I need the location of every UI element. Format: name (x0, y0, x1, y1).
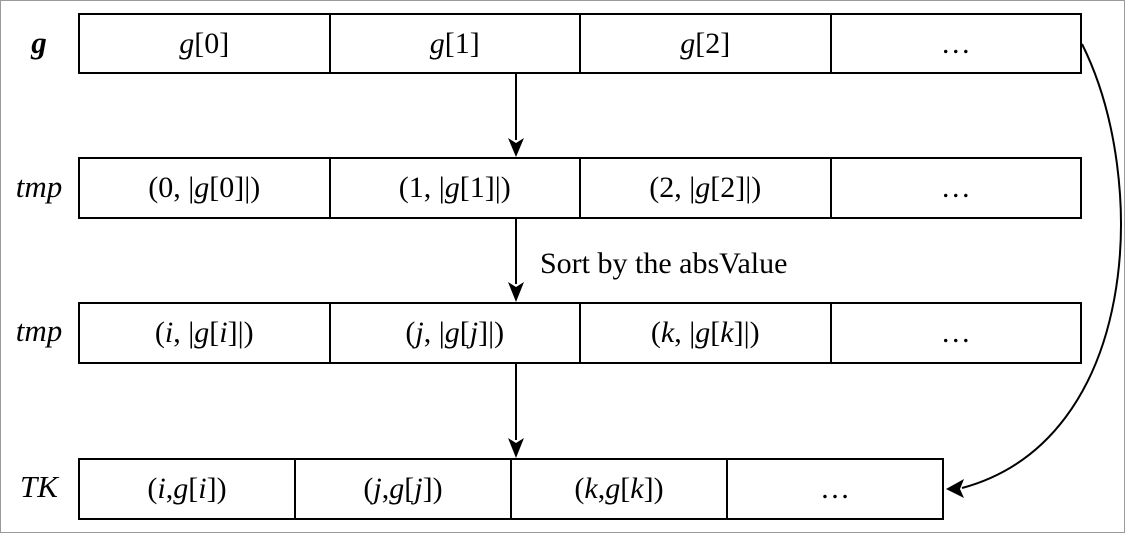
array-g-cell-3: … (940, 26, 971, 60)
array-tmp-sorted-cell-0: (i, |g[i]|) (80, 304, 331, 362)
array-tk-cell-1: (j, g[j]) (296, 460, 512, 518)
row-label-tmp-unsorted: tmp (15, 169, 63, 204)
arrow-g-to-tk-curve (946, 43, 1122, 498)
sort-annotation: Sort by the absValue (540, 247, 788, 280)
array-tmp-sorted: (i, |g[i]|) (j, |g[j]|) (k, |g[k]|) … (78, 302, 1082, 364)
array-tmp-unsorted-cell-1: (1, |g[1]|) (331, 159, 581, 217)
array-tmp-sorted-cell-2: (k, |g[k]|) (581, 304, 832, 362)
array-tk-cell-2: (k, g[k]) (512, 460, 728, 518)
arrow-sort (508, 219, 524, 302)
array-tmp-unsorted-cell-3: … (940, 171, 971, 204)
arrow-tmp-to-tk (508, 364, 524, 458)
array-tmp-sorted-cell-1: (j, |g[j]|) (331, 304, 581, 362)
row-label-tmp-sorted: tmp (15, 313, 63, 348)
array-tmp-unsorted-cell-0: (0, |g[0]|) (80, 159, 331, 217)
array-g: g[0] g[1] g[2] … (78, 13, 1082, 74)
array-g-cell-1: g[1] (331, 15, 581, 72)
array-g-cell-2: g[2] (581, 15, 832, 72)
array-tk-cell-0: (i, g[i]) (80, 460, 296, 518)
array-tk: (i, g[i]) (j, g[j]) (k, g[k]) … (78, 458, 944, 520)
arrow-g-to-tmp (508, 74, 524, 157)
array-tk-cell-3: … (820, 472, 850, 505)
row-label-tk: TK (20, 469, 58, 504)
array-tmp-unsorted: (0, |g[0]|) (1, |g[1]|) (2, |g[2]|) … (78, 157, 1082, 219)
array-g-cell-0: g[0] (80, 15, 331, 72)
array-tmp-unsorted-cell-2: (2, |g[2]|) (581, 159, 832, 217)
row-label-g: g (31, 25, 47, 60)
array-tmp-sorted-cell-3: … (940, 316, 971, 349)
